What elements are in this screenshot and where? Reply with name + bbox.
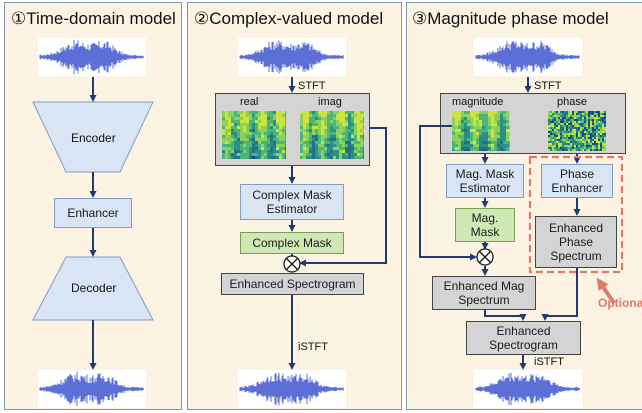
input-waveform-3 [474, 38, 582, 76]
magnitude-label: magnitude [452, 96, 504, 108]
input-waveform-2 [238, 38, 346, 76]
phase-enhancer-box: Phase Enhancer [541, 164, 613, 198]
decoder-label: Decoder [71, 281, 117, 295]
stft-label-3: STFT [534, 80, 562, 92]
real-spectrogram [222, 111, 286, 159]
real-label: real [240, 96, 259, 108]
mag-mask-estimator-box: Mag. Mask Estimator [446, 164, 524, 198]
encoder-label: Encoder [71, 131, 116, 145]
magnitude-spectrogram [452, 111, 510, 151]
enhanced-phase-spectrum-box: Enhanced Phase Spectrum [535, 216, 617, 268]
istft-label-3: iSTFT [534, 356, 564, 368]
istft-label-2: iSTFT [298, 341, 328, 353]
decoder-shape [32, 256, 154, 321]
time-domain-title: ①Time-domain model [11, 9, 176, 28]
output-waveform-2 [238, 370, 346, 408]
encoder-shape [32, 101, 154, 173]
enhanced-spectrogram-box-2: Enhanced Spectrogram [221, 273, 364, 295]
phase-label: phase [557, 96, 587, 108]
enhanced-mag-spectrum-box: Enhanced Mag Spectrum [432, 276, 536, 310]
complex-valued-title: ②Complex-valued model [194, 9, 384, 28]
enhancer-box: Enhancer [54, 198, 132, 228]
mag-mask-box: Mag. Mask [455, 208, 515, 242]
phase-spectrogram [548, 111, 606, 151]
optional-label: Optional [598, 296, 642, 310]
output-waveform-1 [38, 370, 146, 408]
output-waveform-3 [474, 370, 582, 408]
complex-mask-box: Complex Mask [240, 232, 344, 254]
imag-label: imag [318, 96, 342, 108]
imag-spectrogram [300, 111, 364, 159]
input-waveform-1 [38, 38, 146, 76]
stft-label-2: STFT [298, 80, 326, 92]
magnitude-phase-title: ③Magnitude phase model [412, 9, 609, 28]
complex-mask-estimator-box: Complex Mask Estimator [240, 184, 344, 220]
time-domain-shapes [32, 101, 154, 321]
enhanced-spectrogram-box-3: Enhanced Spectrogram [466, 321, 581, 355]
